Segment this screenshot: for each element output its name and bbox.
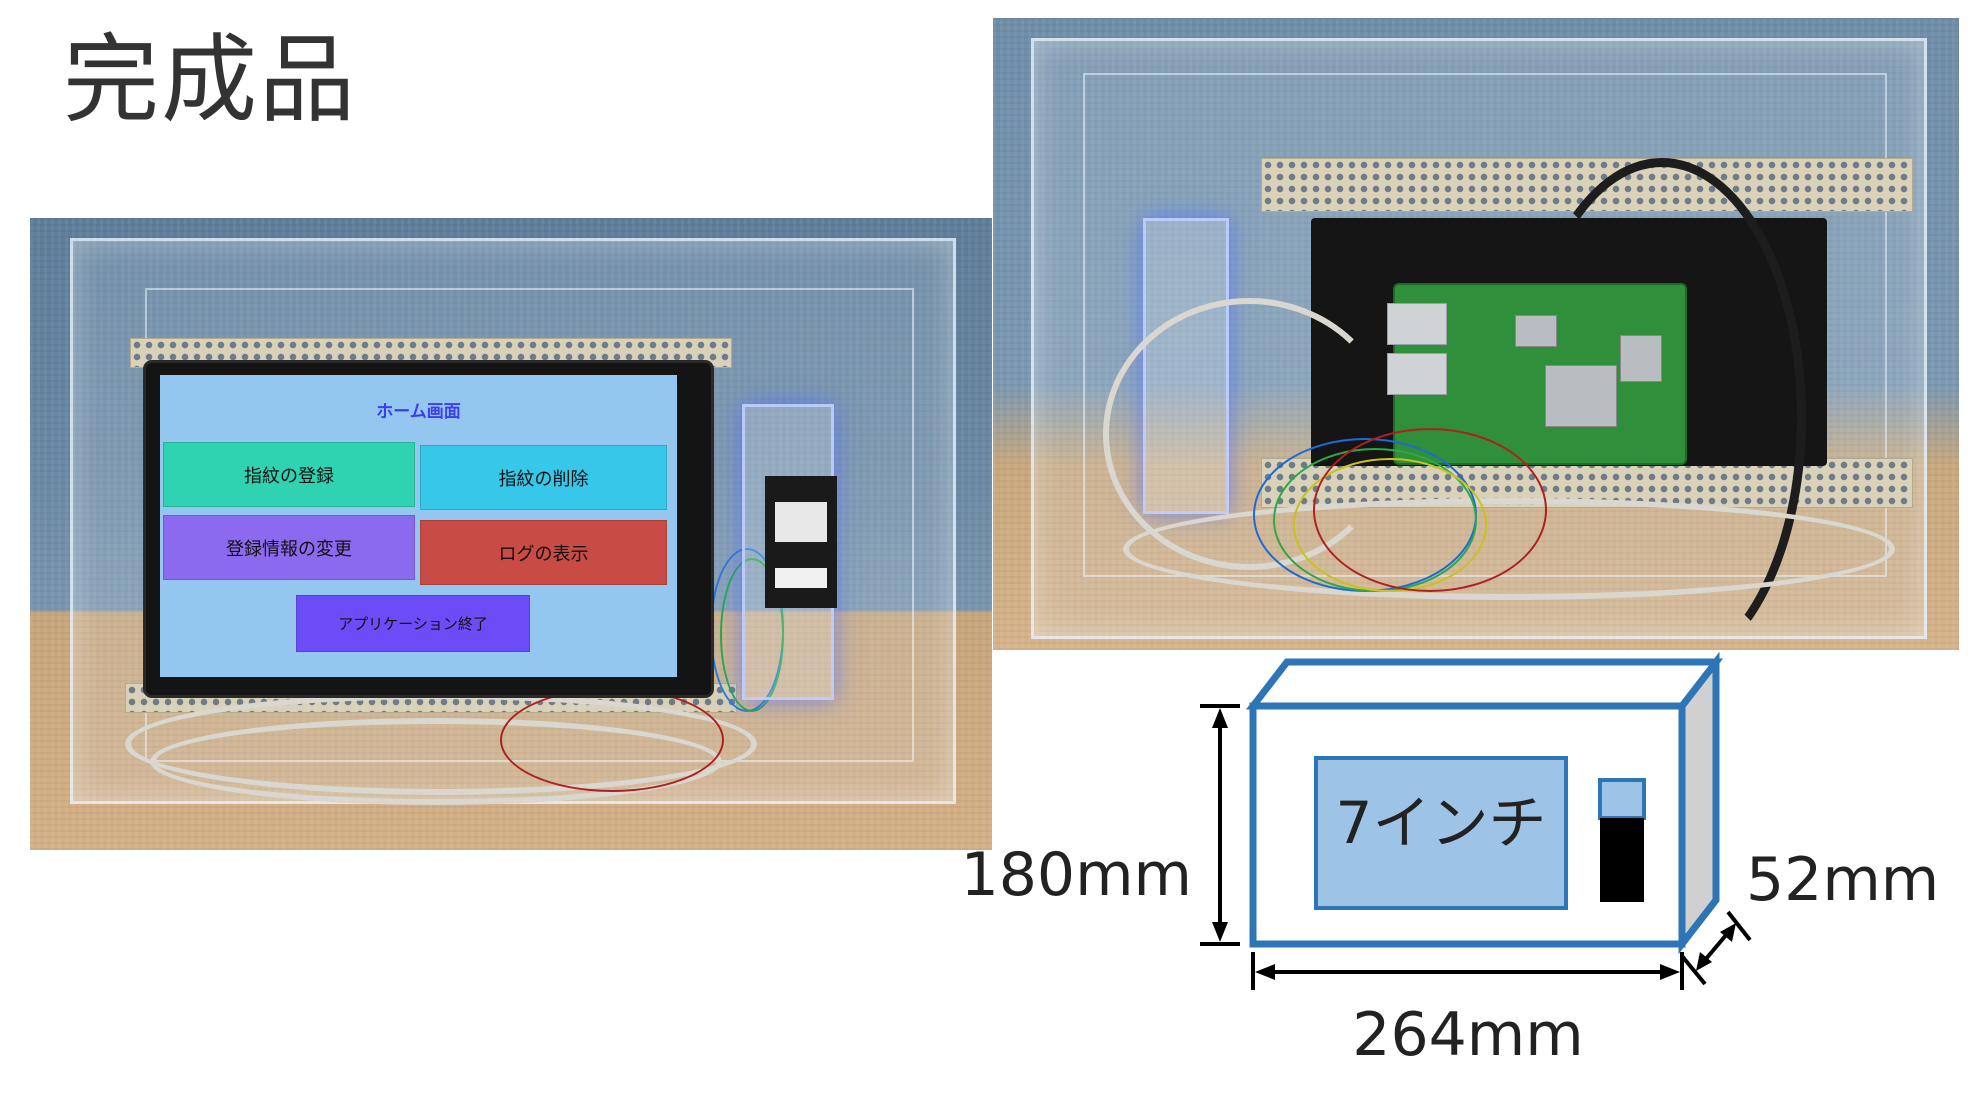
power-cable: [1518, 158, 1806, 650]
lcd-display: ホーム画面 指紋の登録 指紋の削除 登録情報の変更 ログの表示 アプリケーション…: [146, 363, 711, 695]
arrow-head: [1696, 952, 1712, 971]
delete-fingerprint-button[interactable]: 指紋の削除: [420, 445, 667, 510]
register-fingerprint-button[interactable]: 指紋の登録: [163, 442, 415, 507]
sensor-label: [775, 502, 827, 542]
dimension-diagram: 7インチ 180mm 264mm 52mm: [961, 651, 1939, 1070]
height-label: 180mm: [961, 840, 1192, 910]
slide-title: 完成品: [63, 24, 357, 136]
sensor-label: [775, 568, 827, 588]
depth-label: 52mm: [1746, 845, 1939, 915]
screen-block: [1314, 756, 1568, 910]
signal-wire: [1313, 428, 1547, 592]
sensor-body: [1600, 818, 1644, 902]
screen-label: 7インチ: [1336, 789, 1547, 857]
usb-port: [1387, 353, 1447, 395]
usb-port: [1387, 303, 1447, 345]
arrow-head: [1212, 922, 1228, 942]
lcd-screen: ホーム画面 指紋の登録 指紋の削除 登録情報の変更 ログの表示 アプリケーション…: [160, 375, 677, 677]
signal-wire: [720, 558, 784, 712]
arrow-head: [1660, 964, 1680, 980]
signal-wire: [500, 688, 724, 792]
arrow-head: [1720, 923, 1736, 942]
front-photo: ホーム画面 指紋の登録 指紋の削除 登録情報の変更 ログの表示 アプリケーション…: [30, 218, 992, 850]
show-log-button[interactable]: ログの表示: [420, 520, 667, 585]
arrow-head: [1255, 964, 1275, 980]
back-photo: [993, 18, 1959, 650]
usb-cable-loop: [150, 718, 722, 805]
edit-registration-button[interactable]: 登録情報の変更: [163, 515, 415, 580]
box-top-face: [1245, 658, 1724, 710]
arrow-head: [1212, 708, 1228, 728]
fingerprint-sensor: [765, 476, 837, 608]
dimension-tick: [1726, 910, 1752, 942]
sensor-window: [1598, 778, 1646, 820]
screen-title: ホーム画面: [376, 402, 461, 422]
exit-application-button[interactable]: アプリケーション終了: [296, 595, 530, 652]
width-label: 264mm: [1352, 1000, 1583, 1070]
dimension-tick: [1680, 954, 1707, 986]
